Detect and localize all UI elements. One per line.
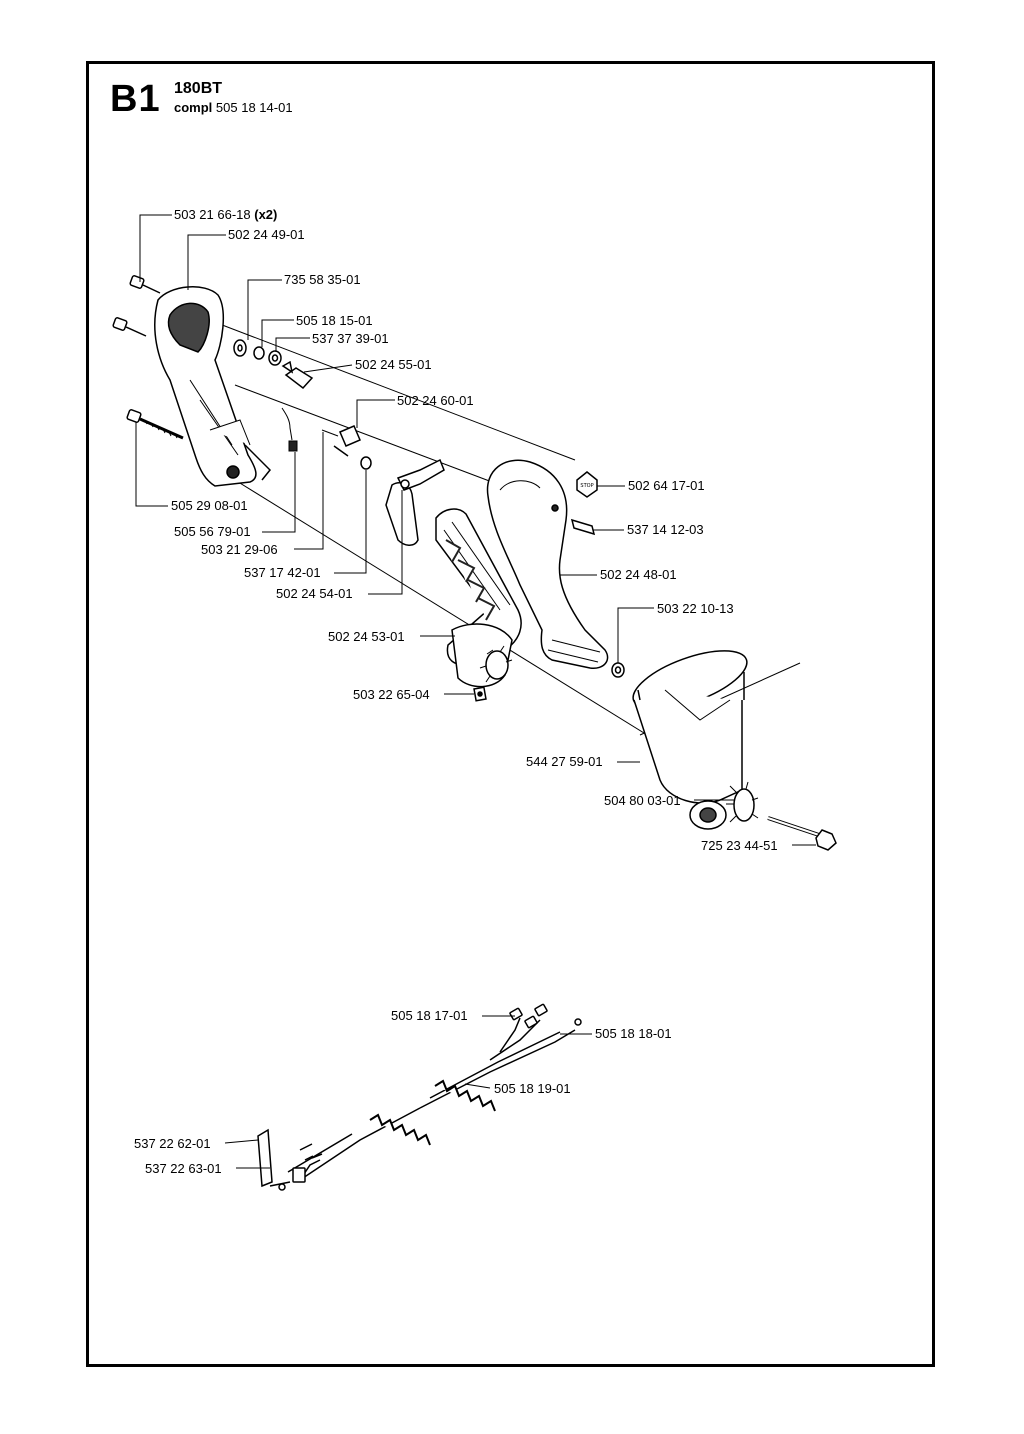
- part-label-537-22-63-01: 537 22 63-01: [145, 1161, 222, 1176]
- part-label-725-23-44-51: 725 23 44-51: [701, 838, 778, 853]
- part-label-505-18-15-01: 505 18 15-01: [296, 313, 373, 328]
- part-label-505-18-17-01: 505 18 17-01: [391, 1008, 468, 1023]
- leader-lines: [135, 214, 816, 1169]
- part-qty: (x2): [254, 207, 278, 222]
- part-label-502-24-60-01: 502 24 60-01: [397, 393, 474, 408]
- part-label-502-24-49-01: 502 24 49-01: [228, 227, 305, 242]
- page-frame: [86, 61, 935, 1367]
- screw-537-14-12: [570, 518, 596, 536]
- washer-735-58-35: [233, 339, 247, 357]
- part-label-502-24-54-01: 502 24 54-01: [276, 586, 353, 601]
- part-label-505-56-79-01: 505 56 79-01: [174, 524, 251, 539]
- throttle-housing-502-24-48: [486, 459, 609, 669]
- rear-handle-half: [154, 286, 272, 487]
- compl-line: compl 505 18 14-01: [174, 101, 293, 114]
- wing-nut-502-24-55: [281, 360, 314, 390]
- stop-label-502-64-17: [576, 471, 598, 498]
- wiring-harness: [257, 1003, 582, 1191]
- part-label-537-14-12-03: 537 14 12-03: [627, 522, 704, 537]
- part-label-504-80-03-01: 504 80 03-01: [604, 793, 681, 808]
- clamp-544-27-59: [632, 650, 748, 830]
- part-label-537-22-62-01: 537 22 62-01: [134, 1136, 211, 1151]
- part-label-503-21-29-06: 503 21 29-06: [201, 542, 278, 557]
- part-label-505-18-19-01: 505 18 19-01: [494, 1081, 571, 1096]
- part-label-502-24-55-01: 502 24 55-01: [355, 357, 432, 372]
- part-label-537-37-39-01: 537 37 39-01: [312, 331, 389, 346]
- switch-502-24-60: [321, 425, 361, 457]
- part-label-544-27-59-01: 544 27 59-01: [526, 754, 603, 769]
- part-label-503-21-66-18: 503 21 66-18 (x2): [174, 208, 277, 221]
- model-name: 180BT: [174, 80, 223, 97]
- washer-505-18-15: [253, 346, 265, 360]
- compl-label: compl: [174, 100, 213, 115]
- long-screw-505-29-08: [126, 409, 184, 440]
- throttle-small-spring: [360, 456, 372, 470]
- part-label-503-22-65-04: 503 22 65-04: [353, 687, 430, 702]
- stop-text: STOP: [580, 483, 593, 489]
- part-label-505-18-18-01: 505 18 18-01: [595, 1026, 672, 1041]
- screw-middle: [112, 317, 147, 337]
- screw-top: [129, 275, 161, 294]
- nut-503-22-10: [611, 662, 625, 678]
- part-label-502-24-48-01: 502 24 48-01: [600, 567, 677, 582]
- handle-bracket-502-24-53: [435, 508, 522, 688]
- part-label-502-64-17-01: 502 64 17-01: [628, 478, 705, 493]
- bolt-725-23-44: [767, 816, 837, 851]
- part-label-735-58-35-01: 735 58 35-01: [284, 272, 361, 287]
- compl-number: 505 18 14-01: [215, 100, 293, 115]
- gear-pinion: [479, 645, 513, 683]
- part-number: 503 21 66-18: [174, 207, 251, 222]
- part-label-505-29-08-01: 505 29 08-01: [171, 498, 248, 513]
- part-label-503-22-10-13: 503 22 10-13: [657, 601, 734, 616]
- spring-505-56-79: [281, 407, 298, 452]
- washer-537-37-39: [268, 350, 282, 366]
- part-label-537-17-42-01: 537 17 42-01: [244, 565, 321, 580]
- section-id: B1: [110, 78, 161, 120]
- part-label-502-24-53-01: 502 24 53-01: [328, 629, 405, 644]
- small-part-503-22-65: [473, 686, 487, 702]
- gear-504-80-03: [726, 781, 759, 823]
